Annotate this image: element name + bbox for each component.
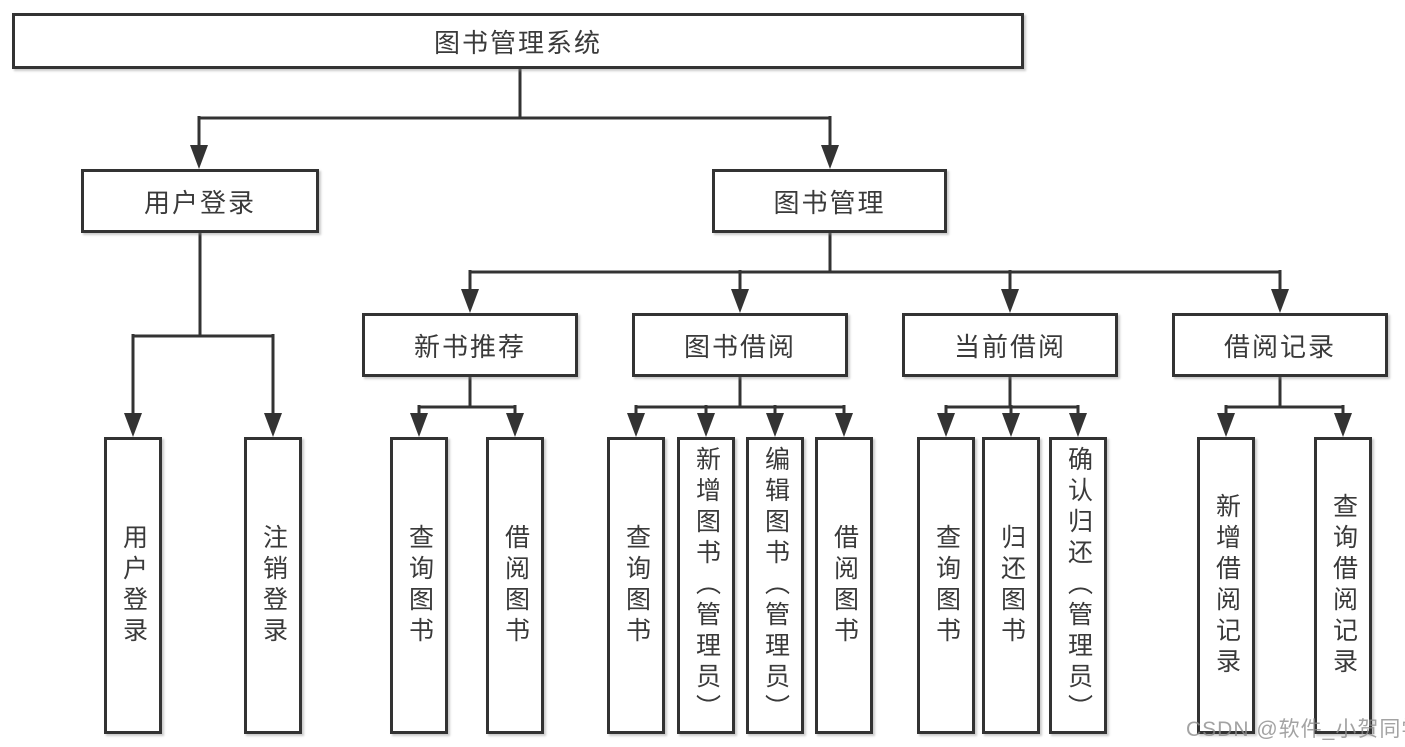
leaf-logout-label: 注销登录	[259, 523, 288, 648]
node-user-login-label: 用户登录	[143, 187, 256, 218]
node-book-management: 图书管理	[712, 169, 947, 233]
node-library-system: 图书管理系统	[12, 13, 1024, 69]
leaf-user-login-label: 用户登录	[119, 523, 148, 648]
node-current-borrowing: 当前借阅	[902, 313, 1118, 377]
leaf-user-login: 用户登录	[104, 437, 162, 734]
node-new-book-recommend-label: 新书推荐	[413, 331, 526, 362]
leaf-confirm-return-admin-label: 确认归还（管理员）	[1064, 446, 1093, 725]
leaf-return-books: 归还图书	[982, 437, 1040, 734]
node-user-login: 用户登录	[81, 169, 319, 233]
leaf-logout: 注销登录	[244, 437, 302, 734]
leaf-query-borrow-record-label: 查询借阅记录	[1329, 492, 1358, 679]
leaf-confirm-return-admin: 确认归还（管理员）	[1049, 437, 1107, 734]
leaf-query-books-2-label: 查询图书	[622, 523, 651, 648]
node-borrow-records-label: 借阅记录	[1223, 331, 1336, 362]
leaf-edit-book-admin-label: 编辑图书（管理员）	[761, 446, 790, 725]
node-book-management-label: 图书管理	[773, 187, 886, 218]
leaf-add-borrow-record: 新增借阅记录	[1197, 437, 1255, 734]
watermark: CSDN @软件_小贺同学	[1186, 718, 1405, 741]
leaf-borrow-books-1: 借阅图书	[486, 437, 544, 734]
leaf-borrow-books-2: 借阅图书	[815, 437, 873, 734]
leaf-query-books-2: 查询图书	[607, 437, 665, 734]
leaf-add-borrow-record-label: 新增借阅记录	[1212, 492, 1241, 679]
node-book-borrowing: 图书借阅	[632, 313, 848, 377]
arrowhead-icons	[124, 145, 1352, 437]
node-book-borrowing-label: 图书借阅	[683, 331, 796, 362]
leaf-query-borrow-record: 查询借阅记录	[1314, 437, 1372, 734]
node-library-system-label: 图书管理系统	[433, 27, 602, 58]
leaf-query-books-3-label: 查询图书	[932, 523, 961, 648]
node-new-book-recommend: 新书推荐	[362, 313, 578, 377]
leaf-query-books-1: 查询图书	[390, 437, 448, 734]
leaf-query-books-3: 查询图书	[917, 437, 975, 734]
leaf-add-book-admin-label: 新增图书（管理员）	[692, 446, 721, 725]
leaf-query-books-1-label: 查询图书	[405, 523, 434, 648]
leaf-add-book-admin: 新增图书（管理员）	[677, 437, 735, 734]
node-current-borrowing-label: 当前借阅	[953, 331, 1066, 362]
leaf-borrow-books-2-label: 借阅图书	[830, 523, 859, 648]
leaf-edit-book-admin: 编辑图书（管理员）	[746, 437, 804, 734]
leaf-borrow-books-1-label: 借阅图书	[501, 523, 530, 648]
leaf-return-books-label: 归还图书	[997, 523, 1026, 648]
node-borrow-records: 借阅记录	[1172, 313, 1388, 377]
